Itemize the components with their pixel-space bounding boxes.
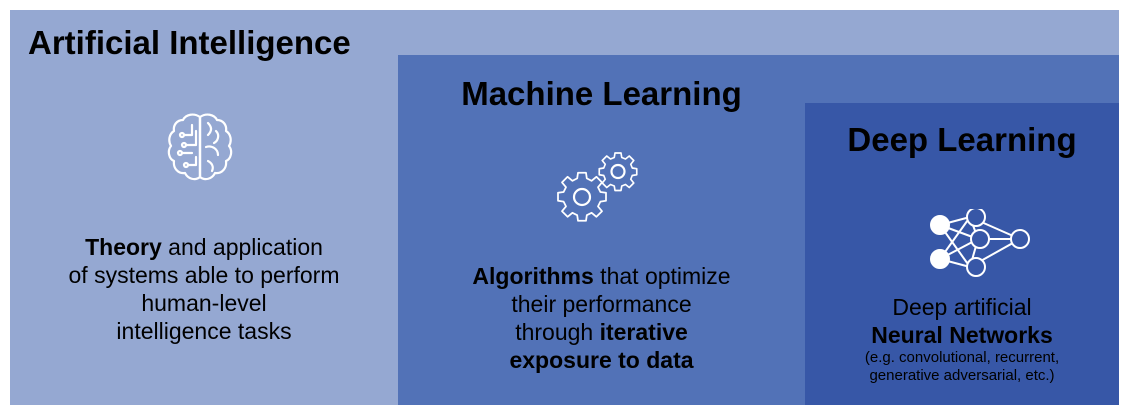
dl-panel [805,103,1119,405]
ai-desc-line1: Theory and application [10,233,398,261]
gears-icon [557,152,638,222]
ml-desc-line1: Algorithms that optimize [398,262,805,290]
ai-desc-line1-rest: and application [161,234,323,260]
dl-desc-line2: Neural Networks [805,321,1119,349]
ai-desc-line4: intelligence tasks [116,318,292,344]
dl-title: Deep Learning [847,121,1077,158]
ai-desc-line3: human-level [141,290,267,316]
dl-note-line1: (e.g. convolutional, recurrent, [864,349,1060,366]
ml-desc-bold1: Algorithms [472,263,594,289]
ml-desc-line3-plain: through [515,319,600,345]
ml-desc-line2: their performance [511,291,692,317]
ml-desc-line4-bold: exposure to data [509,347,694,373]
ai-description: Theory and application of systems able t… [10,233,398,345]
ml-desc-line3-bold: iterative [599,319,688,345]
ml-description: Algorithms that optimize their performan… [398,262,805,374]
dl-desc-line2-bold: Neural Networks [871,322,1053,348]
dl-note-line2: generative adversarial, etc.) [869,367,1055,384]
dl-description: Deep artificial Neural Networks (e.g. co… [805,293,1119,385]
ai-desc-bold: Theory [85,234,162,260]
ml-desc-line4: exposure to data [398,346,805,374]
dl-desc-line1: Deep artificial [892,294,1032,320]
brain-circuit-icon [167,113,233,181]
ai-title: Artificial Intelligence [28,24,351,61]
ml-title: Machine Learning [461,75,742,112]
ai-desc-line2: of systems able to perform [68,262,340,288]
neural-network-icon [930,209,1030,277]
ml-desc-line3: through iterative [398,318,805,346]
ml-desc-line1-rest: that optimize [593,263,731,289]
